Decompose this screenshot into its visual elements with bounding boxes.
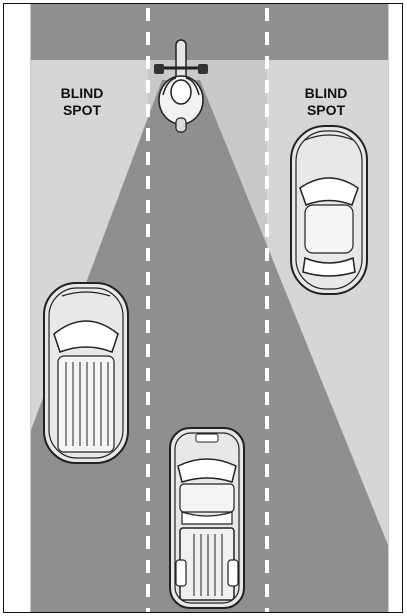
right-blind-spot-label-line2: SPOT — [296, 102, 356, 119]
suv-icon — [44, 283, 128, 463]
right-shoulder — [388, 4, 402, 612]
right-blind-spot-label-line1: BLIND — [296, 85, 356, 102]
right-blind-spot-label: BLIND SPOT — [296, 85, 356, 119]
left-shoulder — [4, 4, 31, 612]
top-band — [31, 4, 388, 60]
left-blind-spot-label-line1: BLIND — [52, 85, 112, 102]
car-icon — [291, 126, 367, 294]
left-blind-spot-label-line2: SPOT — [52, 102, 112, 119]
left-blind-spot-label: BLIND SPOT — [52, 85, 112, 119]
pickup-truck-icon — [170, 428, 244, 608]
